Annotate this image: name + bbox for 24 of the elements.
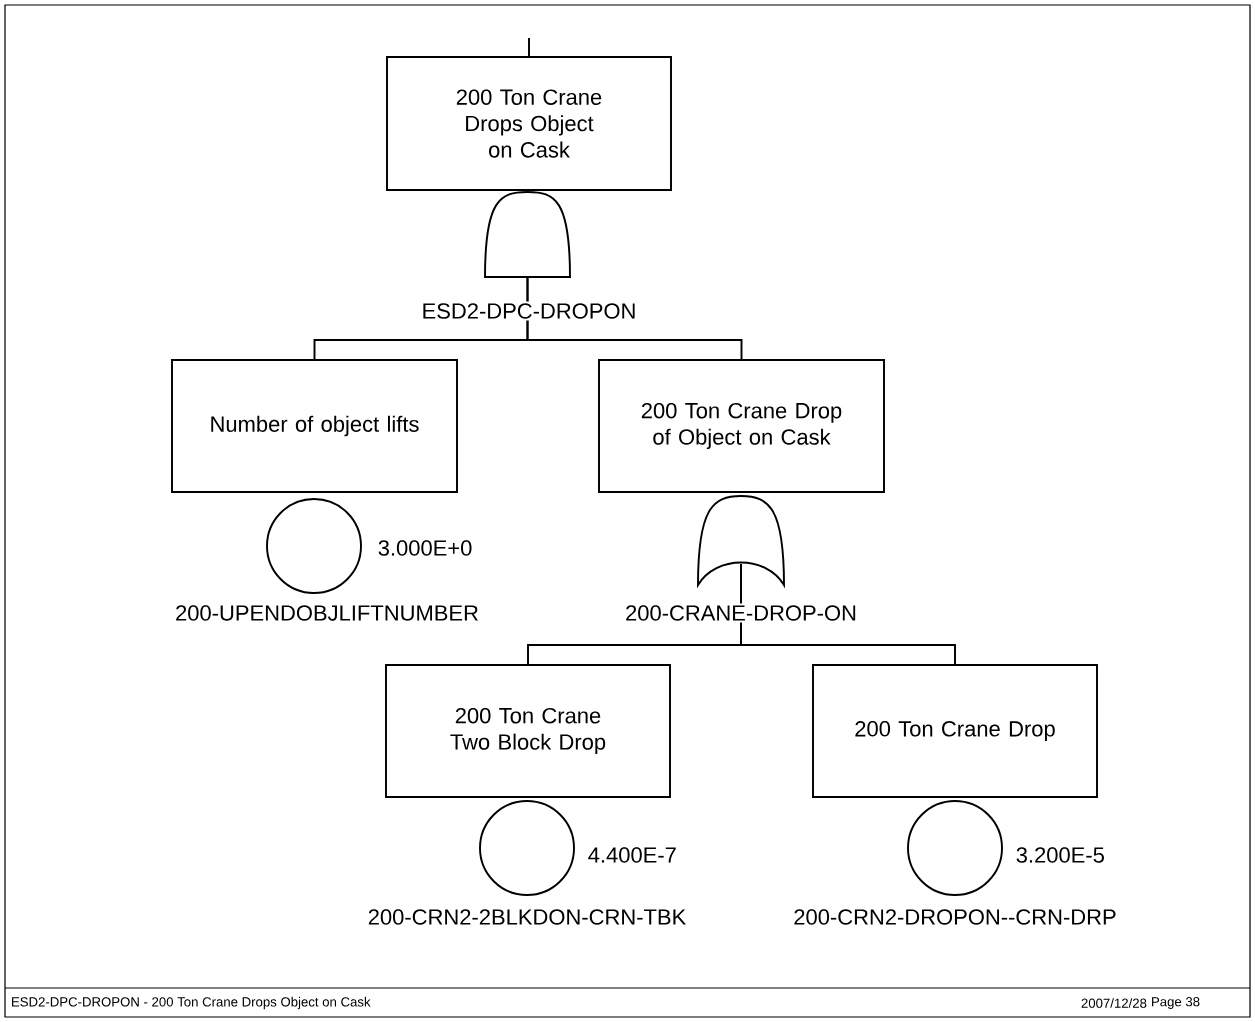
probability-value: 4.400E-7: [585, 845, 679, 865]
or-gate: [697, 495, 785, 586]
probability-value: 3.000E+0: [375, 538, 475, 558]
connector-line: [526, 277, 743, 360]
event-name: 200-CRN2-2BLKDON-CRN-TBK: [365, 907, 689, 927]
event-box: Number of object lifts: [171, 359, 458, 493]
event-name: 200-CRN2-DROPON--CRN-DRP: [791, 907, 1119, 927]
and-gate: [484, 191, 571, 278]
connector-line: [528, 37, 530, 57]
gate-label: ESD2-DPC-DROPON: [419, 301, 639, 321]
basic-event-circle: [479, 800, 575, 896]
event-box: 200 Ton Crane Drops Object on Cask: [386, 56, 672, 191]
basic-event-circle: [907, 800, 1003, 896]
event-name: 200-UPENDOBJLIFTNUMBER: [173, 603, 481, 623]
footer-date: 2007/12/28: [1081, 998, 1147, 1008]
event-box: 200 Ton Crane Drop: [812, 664, 1098, 798]
event-box: 200 Ton Crane Drop of Object on Cask: [598, 359, 885, 493]
gate-label: 200-CRANE-DROP-ON: [623, 603, 859, 623]
footer-title: ESD2-DPC-DROPON - 200 Ton Crane Drops Object on Cask: [12, 996, 371, 1010]
event-box: 200 Ton Crane Two Block Drop: [385, 664, 671, 798]
page-number: Page 38: [1152, 997, 1200, 1009]
basic-event-circle: [266, 498, 362, 594]
connector-line: [740, 563, 956, 665]
probability-value: 3.200E-5: [1013, 845, 1107, 865]
